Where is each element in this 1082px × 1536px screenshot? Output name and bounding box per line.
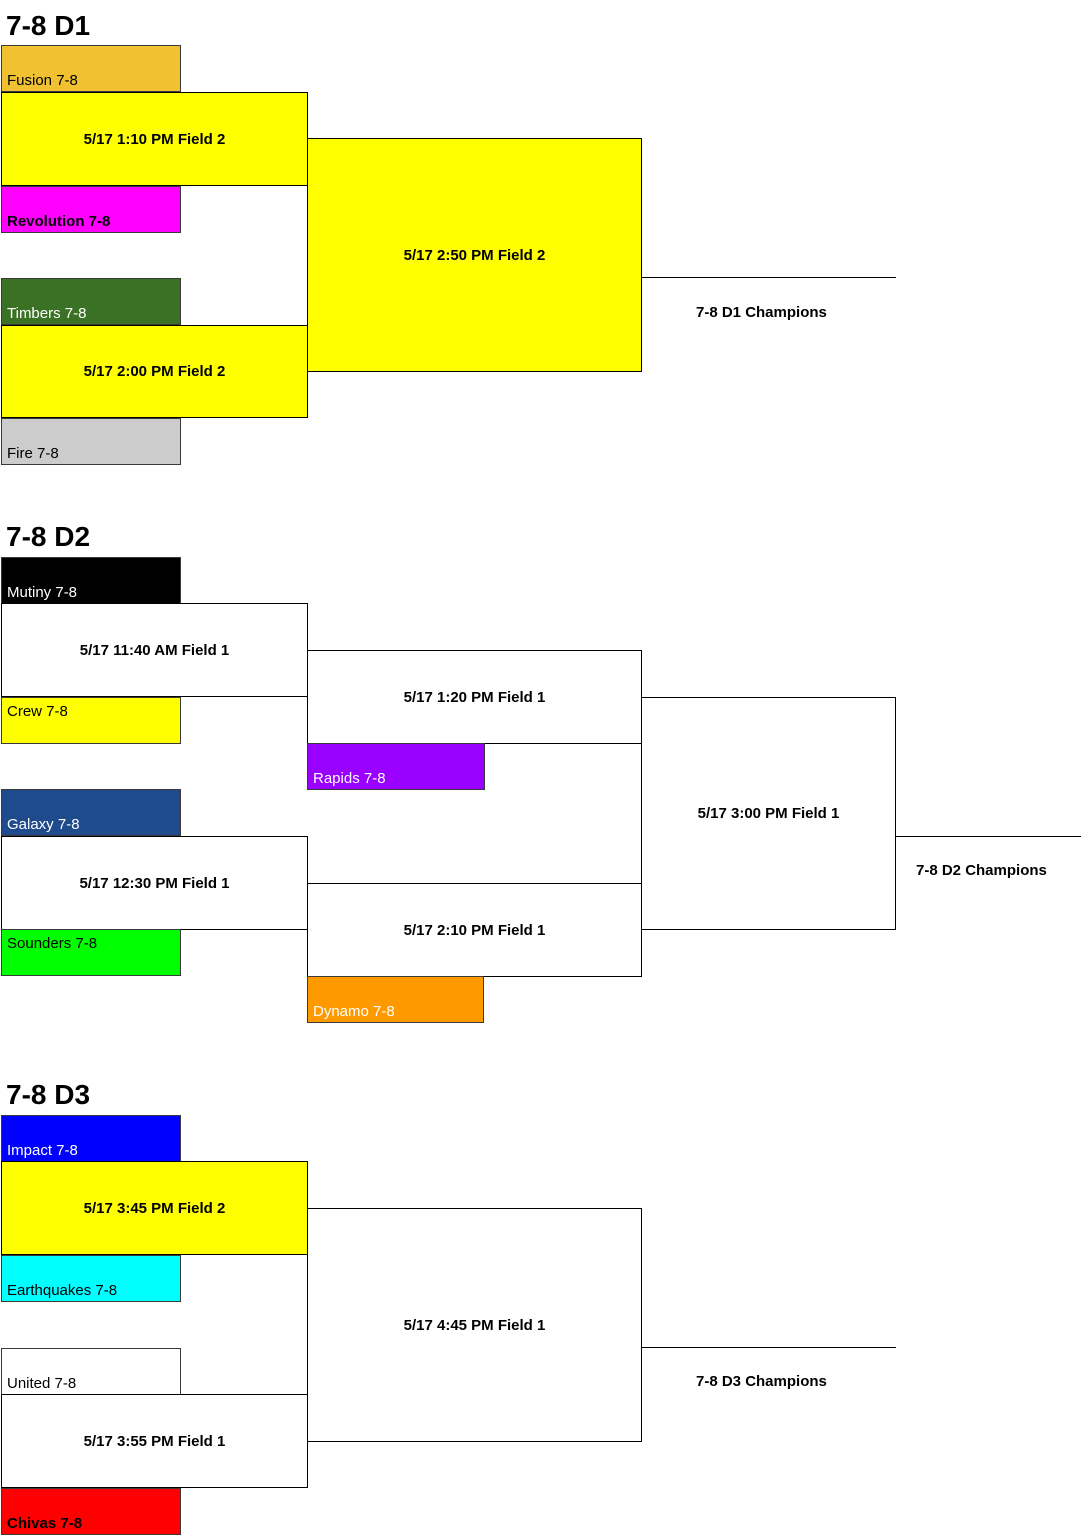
team-revolution: Revolution 7-8 bbox=[1, 186, 181, 233]
game-d1-semifinal-2: 5/17 2:00 PM Field 2 bbox=[1, 325, 308, 418]
game-d2-quarter-1: 5/17 1:20 PM Field 1 bbox=[307, 650, 642, 744]
team-earthquakes: Earthquakes 7-8 bbox=[1, 1255, 181, 1302]
d2-champion-line bbox=[895, 836, 1081, 837]
d2-champions-label: 7-8 D2 Champions bbox=[916, 862, 1047, 879]
team-rapids: Rapids 7-8 bbox=[307, 743, 485, 790]
game-d3-semifinal-1: 5/17 3:45 PM Field 2 bbox=[1, 1161, 308, 1255]
game-d2-round1-1: 5/17 11:40 AM Field 1 bbox=[1, 603, 308, 697]
bracket-title-d2: 7-8 D2 bbox=[6, 521, 91, 552]
game-d2-quarter-2: 5/17 2:10 PM Field 1 bbox=[307, 883, 642, 977]
bracket-title-d1: 7-8 D1 bbox=[6, 10, 91, 41]
d1-champion-line bbox=[641, 277, 896, 278]
game-d3-semifinal-2: 5/17 3:55 PM Field 1 bbox=[1, 1394, 308, 1488]
team-impact: Impact 7-8 bbox=[1, 1115, 181, 1162]
team-fire: Fire 7-8 bbox=[1, 418, 181, 465]
team-mutiny: Mutiny 7-8 bbox=[1, 557, 181, 604]
team-sounders: Sounders 7-8 bbox=[1, 929, 181, 976]
team-chivas: Chivas 7-8 bbox=[1, 1488, 181, 1535]
game-d1-semifinal-1: 5/17 1:10 PM Field 2 bbox=[1, 92, 308, 186]
team-crew: Crew 7-8 bbox=[1, 697, 181, 744]
d3-champions-label: 7-8 D3 Champions bbox=[696, 1373, 827, 1390]
team-dynamo: Dynamo 7-8 bbox=[307, 976, 484, 1023]
game-d2-final: 5/17 3:00 PM Field 1 bbox=[641, 697, 896, 930]
team-united: United 7-8 bbox=[1, 1348, 181, 1395]
game-d2-round1-2: 5/17 12:30 PM Field 1 bbox=[1, 836, 308, 930]
d3-champion-line bbox=[641, 1347, 896, 1348]
team-fusion: Fusion 7-8 bbox=[1, 45, 181, 92]
game-d3-final: 5/17 4:45 PM Field 1 bbox=[307, 1208, 642, 1442]
game-d1-final: 5/17 2:50 PM Field 2 bbox=[307, 138, 642, 372]
bracket-title-d3: 7-8 D3 bbox=[6, 1079, 91, 1110]
team-timbers: Timbers 7-8 bbox=[1, 278, 181, 325]
d1-champions-label: 7-8 D1 Champions bbox=[696, 304, 827, 321]
team-galaxy: Galaxy 7-8 bbox=[1, 789, 181, 836]
